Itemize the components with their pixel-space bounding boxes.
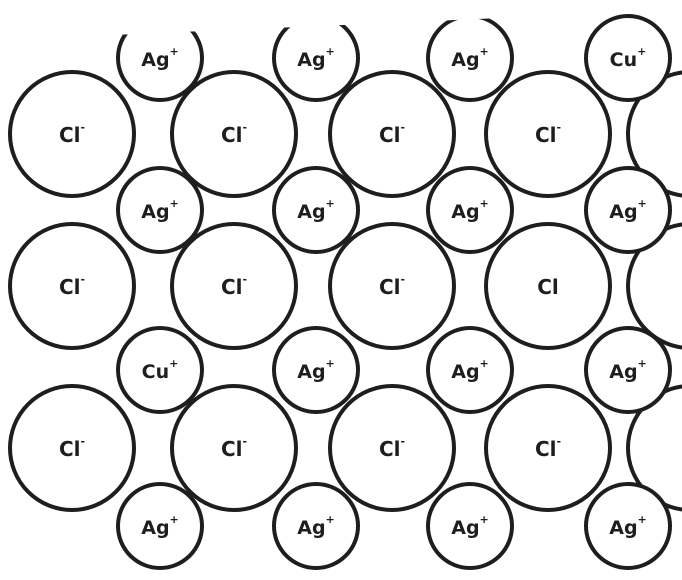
ion-symbol: Cl: [535, 123, 557, 147]
ion-symbol: Cl: [59, 275, 81, 299]
ion-symbol: Ag: [297, 201, 325, 223]
ion-symbol: Cl: [59, 437, 81, 461]
silver-ion: Ag+: [274, 16, 358, 100]
ion-symbol: Cl: [221, 123, 243, 147]
ion-charge: -: [242, 435, 247, 448]
ion-symbol: Ag: [141, 49, 169, 71]
ion-charge: +: [326, 45, 335, 58]
copper-ion: Cu+: [586, 16, 670, 100]
ion-symbol: Cl: [221, 437, 243, 461]
ion-layer: Ag+Ag+Ag+Cu+Cl-Cl-Cl-Cl-Ag+Ag+Ag+Ag+Cl-C…: [10, 16, 670, 568]
chloride-ion: Cl-: [330, 386, 454, 510]
silver-ion: Ag+: [118, 484, 202, 568]
ion-charge: -: [242, 273, 247, 286]
ion-symbol: Ag: [141, 517, 169, 539]
ion-charge: +: [169, 357, 178, 370]
ion-symbol: Cl: [59, 123, 81, 147]
silver-ion: Ag+: [586, 168, 670, 252]
ion-symbol: Ag: [609, 517, 637, 539]
ion-symbol: Cu: [142, 361, 169, 383]
ion-symbol: Cl: [379, 123, 401, 147]
ion-charge: -: [242, 121, 247, 134]
ion-symbol: Ag: [451, 201, 479, 223]
ion-label: Cl: [537, 275, 559, 299]
chloride-ion: Cl-: [10, 386, 134, 510]
silver-ion: Ag+: [428, 484, 512, 568]
ion-symbol: Cl: [221, 275, 243, 299]
silver-ion: Ag+: [586, 328, 670, 412]
silver-ion: Ag+: [274, 484, 358, 568]
ion-charge: -: [400, 273, 405, 286]
chloride-ion: Cl-: [330, 72, 454, 196]
ion-charge: +: [480, 197, 489, 210]
ion-symbol: Ag: [451, 49, 479, 71]
clipped-edge-ions: [628, 72, 682, 510]
ion-symbol: Ag: [297, 49, 325, 71]
ion-symbol: Ag: [141, 201, 169, 223]
chloride-ion: Cl-: [330, 224, 454, 348]
silver-ion: Ag+: [118, 168, 202, 252]
ion-charge: +: [637, 45, 646, 58]
ion-symbol: Cl: [379, 437, 401, 461]
silver-ion: Ag+: [428, 16, 512, 100]
ion-charge: +: [326, 357, 335, 370]
chloride-ion: Cl-: [486, 72, 610, 196]
ion-charge: +: [480, 513, 489, 526]
ion-symbol: Cl: [535, 437, 557, 461]
silver-ion: Ag+: [586, 484, 670, 568]
silver-ion: Ag+: [428, 168, 512, 252]
silver-ion: Ag+: [274, 328, 358, 412]
ion-charge: +: [326, 513, 335, 526]
chloride-ion: Cl-: [172, 224, 296, 348]
ion-charge: +: [480, 357, 489, 370]
ion-charge: -: [400, 435, 405, 448]
chloride-ion: Cl: [486, 224, 610, 348]
copper-ion: Cu+: [118, 328, 202, 412]
silver-ion: Ag+: [274, 168, 358, 252]
ion-symbol: Ag: [451, 517, 479, 539]
ion-charge: -: [556, 121, 561, 134]
ion-charge: +: [170, 45, 179, 58]
ion-charge: -: [556, 435, 561, 448]
ion-charge: +: [326, 197, 335, 210]
ion-charge: -: [80, 121, 85, 134]
ion-symbol: Cl: [379, 275, 401, 299]
ion-symbol: Ag: [609, 201, 637, 223]
chloride-ion: Cl-: [172, 386, 296, 510]
ion-charge: +: [638, 357, 647, 370]
ion-charge: +: [170, 197, 179, 210]
ion-symbol: Ag: [297, 361, 325, 383]
chloride-ion: Cl-: [10, 224, 134, 348]
ion-symbol: Cu: [610, 49, 637, 71]
chloride-ion: Cl-: [172, 72, 296, 196]
ion-symbol: Cl: [537, 275, 559, 299]
ion-charge: -: [80, 435, 85, 448]
ion-charge: +: [638, 197, 647, 210]
chloride-ion: Cl-: [10, 72, 134, 196]
chloride-ion: Cl-: [486, 386, 610, 510]
ion-symbol: Ag: [297, 517, 325, 539]
ion-symbol: Ag: [451, 361, 479, 383]
silver-ion: Ag+: [428, 328, 512, 412]
ion-charge: -: [400, 121, 405, 134]
ion-charge: +: [480, 45, 489, 58]
ion-charge: -: [80, 273, 85, 286]
ion-charge: +: [638, 513, 647, 526]
ion-charge: +: [170, 513, 179, 526]
ion-symbol: Ag: [609, 361, 637, 383]
